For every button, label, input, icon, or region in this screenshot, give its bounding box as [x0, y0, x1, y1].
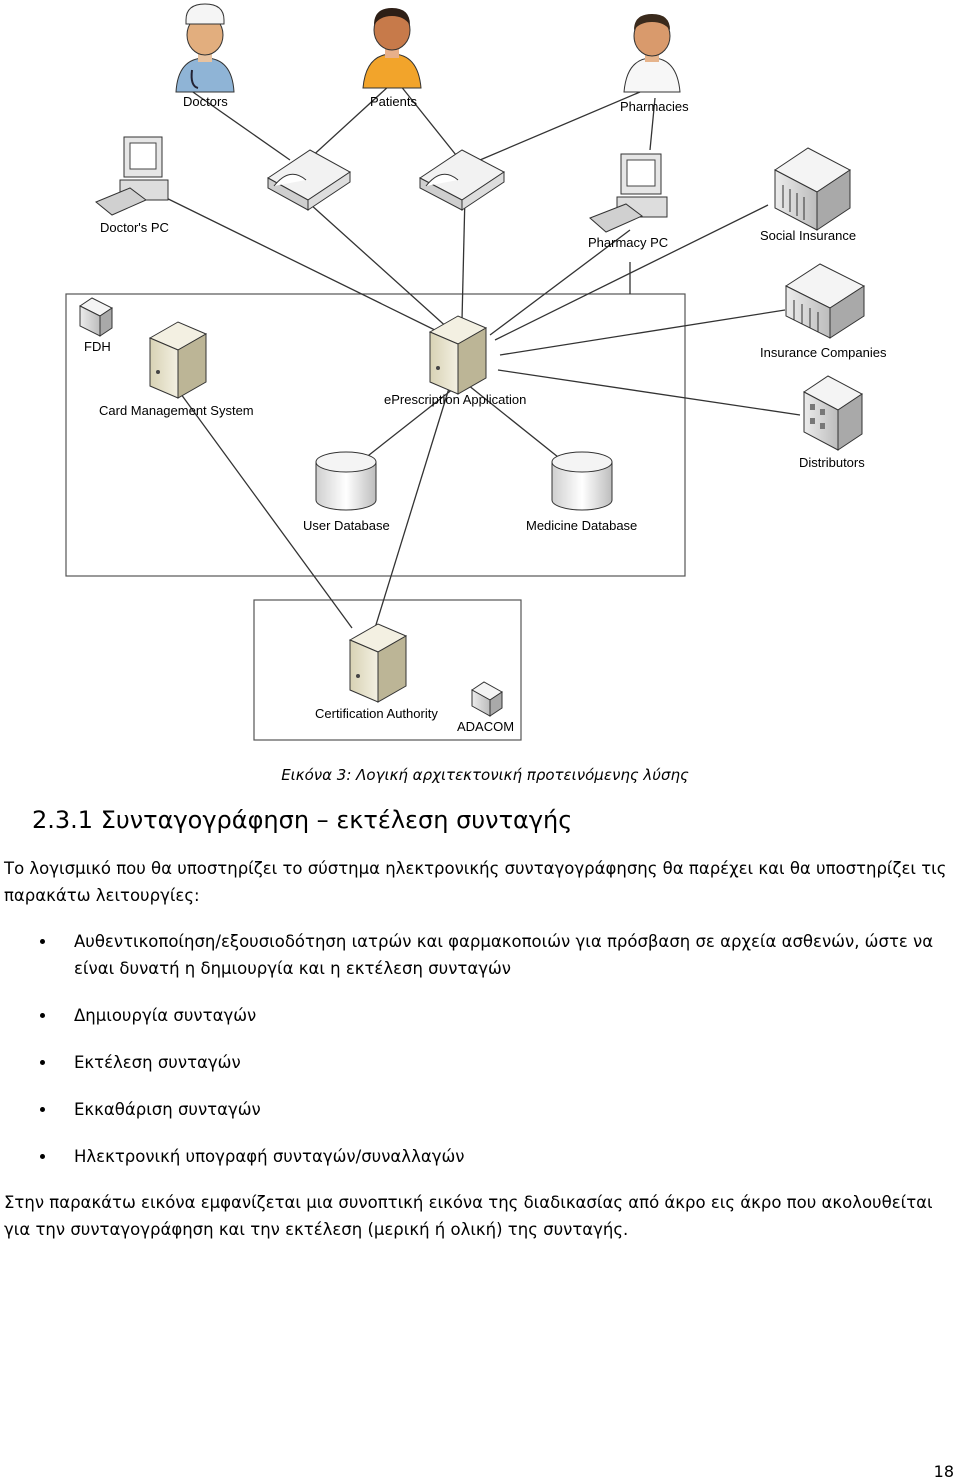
label-doctors-pc: Doctor's PC [100, 220, 169, 235]
section-title: Συνταγογράφηση – εκτέλεση συνταγής [100, 806, 573, 834]
desktop-pc-icon [589, 153, 668, 233]
building-icon [79, 297, 113, 337]
pharmacist-person-icon [623, 14, 681, 93]
list-item: Εκκαθάριση συνταγών [0, 1096, 960, 1123]
building-icon [784, 263, 866, 339]
figure-caption: Εικόνα 3: Λογική αρχιτεκτονική προτεινόμ… [281, 766, 689, 784]
list-item-text: Εκκαθάριση συνταγών [74, 1100, 261, 1119]
bullet-icon [40, 1154, 45, 1159]
label-card-management: Card Management System [99, 403, 254, 418]
list-item: Δημιουργία συνταγών [0, 1002, 960, 1029]
core-system-boundary [65, 293, 686, 577]
list-item: Αυθεντικοποίηση/εξουσιοδότηση ιατρών και… [0, 928, 960, 982]
label-distributors: Distributors [799, 455, 865, 470]
desktop-pc-icon [95, 136, 169, 216]
label-eprescription: ePrescription Application [384, 392, 526, 407]
label-pharmacy-pc: Pharmacy PC [588, 235, 668, 250]
list-item-text: Αυθεντικοποίηση/εξουσιοδότηση ιατρών και… [74, 932, 934, 978]
database-cylinder-icon [551, 451, 613, 511]
list-item-text: Δημιουργία συνταγών [74, 1006, 257, 1025]
list-item: Εκτέλεση συνταγών [0, 1049, 960, 1076]
bullet-icon [40, 1013, 45, 1018]
server-tower-icon [428, 315, 488, 395]
list-item: Ηλεκτρονική υπογραφή συνταγών/συναλλαγών [0, 1143, 960, 1170]
building-icon [803, 375, 863, 451]
feature-list: Αυθεντικοποίηση/εξουσιοδότηση ιατρών και… [0, 928, 960, 1190]
closing-paragraph: Στην παρακάτω εικόνα εμφανίζεται μια συν… [4, 1193, 933, 1239]
bullet-icon [40, 1060, 45, 1065]
label-pharmacies: Pharmacies [620, 99, 689, 114]
connection-lines [149, 84, 801, 629]
label-doctors: Doctors [183, 94, 228, 109]
architecture-diagram: Doctors Patients Pharmacies Doctor's PC … [65, 3, 887, 741]
label-social-insurance: Social Insurance [760, 228, 856, 243]
section-number: 2.3.1 [32, 806, 94, 834]
page-number: 18 [933, 1462, 954, 1481]
intro-paragraph: Το λογισμικό που θα υποστηρίζει το σύστη… [4, 859, 947, 905]
label-fdh: FDH [84, 339, 111, 354]
patient-person-icon [362, 8, 422, 89]
label-medicine-database: Medicine Database [526, 518, 637, 533]
building-icon [774, 147, 851, 231]
bullet-icon [40, 939, 45, 944]
building-icon [471, 681, 503, 717]
card-reader-icon [419, 149, 505, 211]
bullet-icon [40, 1107, 45, 1112]
server-tower-icon [148, 321, 208, 399]
label-certification-authority: Certification Authority [315, 706, 438, 721]
list-item-text: Εκτέλεση συνταγών [74, 1053, 241, 1072]
database-cylinder-icon [315, 451, 377, 511]
list-item-text: Ηλεκτρονική υπογραφή συνταγών/συναλλαγών [74, 1147, 465, 1166]
doctor-person-icon [175, 3, 235, 93]
label-patients: Patients [370, 94, 417, 109]
card-reader-icon [267, 149, 351, 211]
label-insurance-companies: Insurance Companies [760, 345, 887, 360]
certification-boundary [253, 599, 522, 741]
label-user-database: User Database [303, 518, 390, 533]
section-heading: 2.3.1 Συνταγογράφηση – εκτέλεση συνταγής [32, 806, 572, 834]
server-tower-icon [348, 623, 408, 703]
label-adacom: ADACOM [457, 719, 514, 734]
